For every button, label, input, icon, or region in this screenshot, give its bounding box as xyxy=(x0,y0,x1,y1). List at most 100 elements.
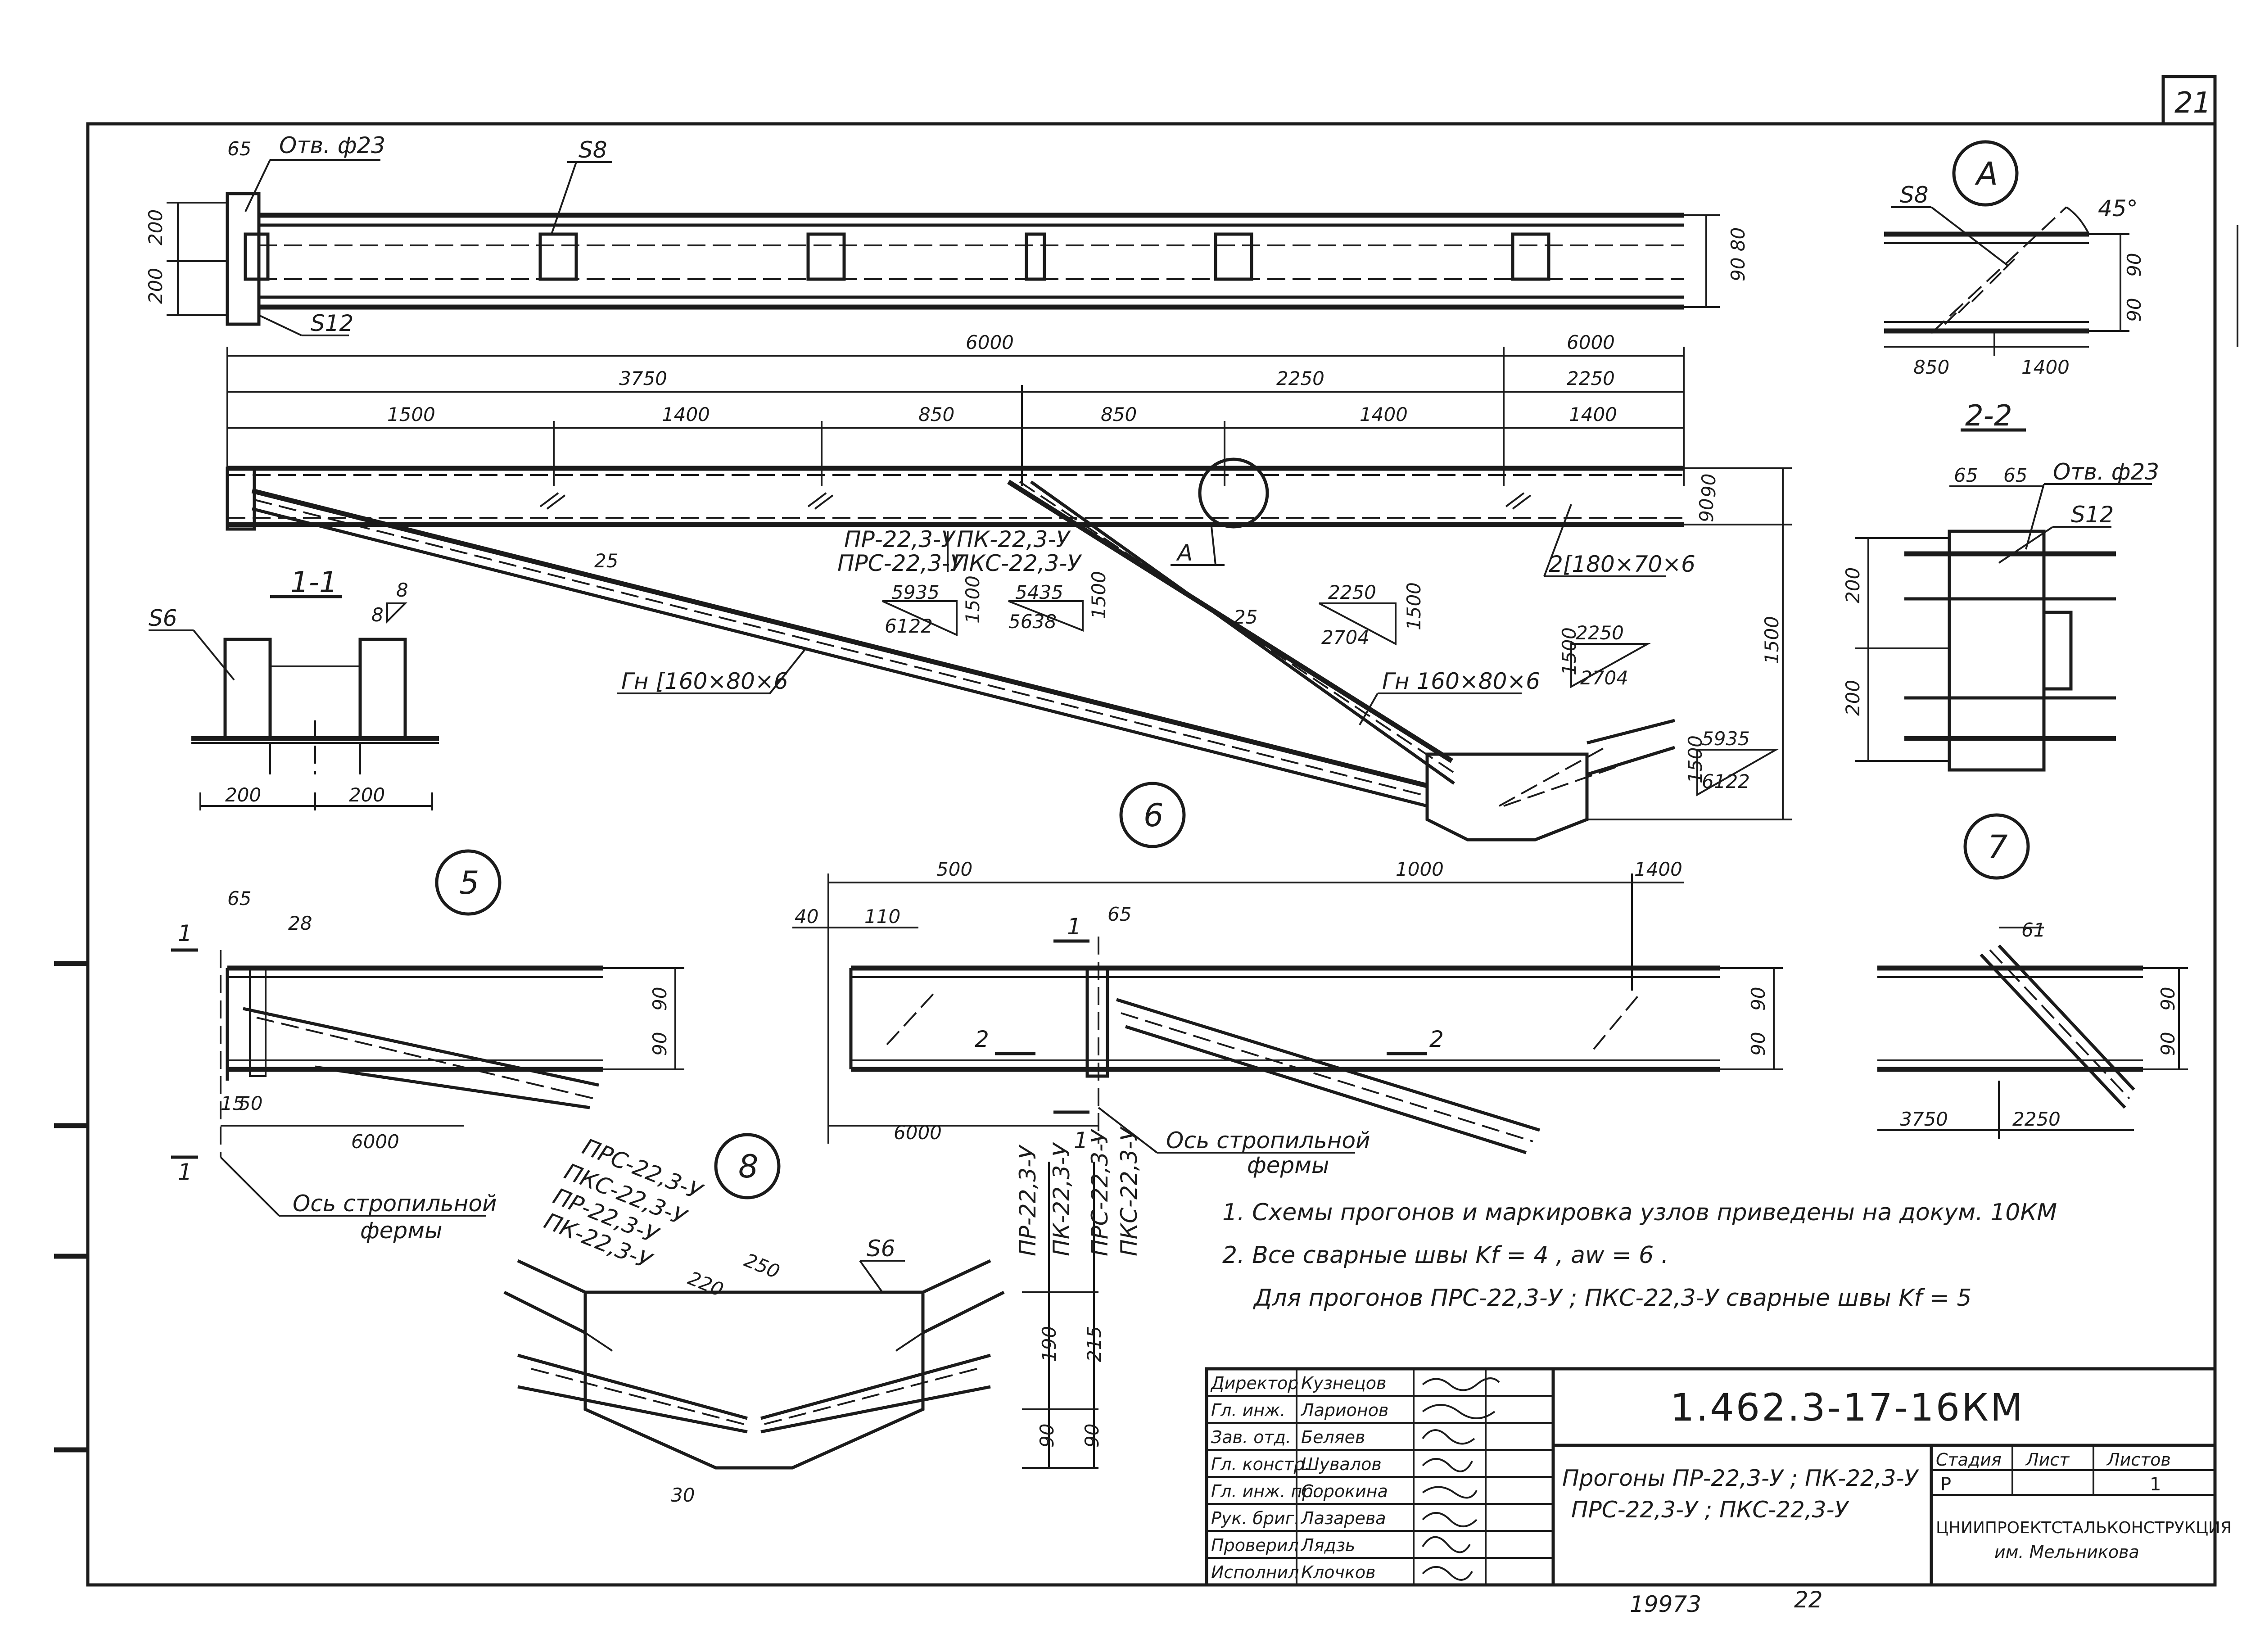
node-5-50: 50 xyxy=(239,1092,262,1114)
node-6-110: 110 xyxy=(864,905,900,928)
name-7: Клочков xyxy=(1301,1562,1376,1582)
node-8-vlabel-0: ПР-22,3-У xyxy=(1015,1144,1041,1256)
dim-850-a: 850 xyxy=(918,403,954,425)
node-6-65: 65 xyxy=(1107,903,1131,925)
section-1-1-weld: 8 xyxy=(371,604,384,626)
dim-1400-a: 1400 xyxy=(662,403,710,425)
member-brace-1: Гн [160×80×6 xyxy=(621,668,788,694)
name-1: Ларионов xyxy=(1300,1400,1388,1420)
dim-1400-c: 1400 xyxy=(1569,403,1617,425)
section-2-2-d1: 65 xyxy=(1954,464,1978,486)
node-7-mark: 7 xyxy=(1988,828,2008,865)
sheet-frame: 21 xyxy=(54,75,2238,1587)
title-line-1: Прогоны ПР-22,3-У ; ПК-22,3-У xyxy=(1562,1465,1920,1491)
dimension-rows: 6000 6000 3750 2250 2250 1500 1400 850 8… xyxy=(226,331,1685,486)
dim-top-200b: 200 xyxy=(145,268,167,304)
node-7-90b: 90 xyxy=(2157,1032,2179,1056)
node-5-6000: 6000 xyxy=(351,1131,399,1153)
dim-850-b: 850 xyxy=(1101,403,1137,425)
name-0: Кузнецов xyxy=(1301,1373,1386,1393)
sheet-number: 21 xyxy=(2174,86,2211,120)
hole-label: Отв. ф23 xyxy=(279,132,385,158)
section-2-2-200b: 200 xyxy=(1842,680,1864,716)
node-8-mark-circle xyxy=(714,1133,781,1199)
dim-1400-b: 1400 xyxy=(1360,403,1408,425)
role-2: Зав. отд. xyxy=(1211,1427,1291,1447)
slope-triangle-3: 2250 2704 1500 xyxy=(1319,581,1425,648)
node-8-vlabel-2: ПРС-22,3-У xyxy=(1087,1128,1113,1256)
section-1-1: 1-1 200 200 S6 8 8 xyxy=(149,566,439,810)
dim-top-200a: 200 xyxy=(145,209,167,245)
section-2-2-d2: 65 xyxy=(2003,464,2027,486)
node-6-1000: 1000 xyxy=(1396,858,1444,880)
node-5-15: 15 xyxy=(221,1092,244,1114)
node-8-mark: 8 xyxy=(738,1148,759,1185)
note-2: 2. Все сварные швы Kf = 4 , aw = 6 . xyxy=(1222,1242,1668,1269)
dim-top-65: 65 xyxy=(227,138,251,160)
slope3-bot: 2704 xyxy=(1321,626,1370,648)
stamp-page: 22 xyxy=(1794,1587,1823,1613)
node-a-mark-circle xyxy=(1952,140,2019,207)
signatures xyxy=(1422,1377,1500,1581)
node-5-28: 28 xyxy=(288,912,312,934)
node-8-vlabel-1: ПК-22,3-У xyxy=(1049,1141,1075,1256)
node-7-61: 61 xyxy=(2021,919,2045,941)
plate-s12-top: S12 xyxy=(311,310,353,336)
node-a-850: 850 xyxy=(1913,356,1949,378)
section-2-2-200a: 200 xyxy=(1842,567,1864,603)
weld-25-b: 25 xyxy=(1234,606,1257,628)
section-1-1-dim-b: 200 xyxy=(349,784,385,806)
slope4-side: 1500 xyxy=(1558,627,1580,675)
slope1-bot: 6122 xyxy=(885,615,933,637)
slope3-side: 1500 xyxy=(1403,582,1425,630)
node-6-6000: 6000 xyxy=(894,1122,942,1144)
node-8-detail: 8 ПРС-22,3-У ПКС-22,3-У ПР-22,3-У ПК-22,… xyxy=(503,1126,1142,1506)
slope-triangle-4: 2250 2704 1500 xyxy=(1558,622,1651,689)
node-8-220: 220 xyxy=(685,1267,727,1301)
dim-6000-b: 6000 xyxy=(1567,331,1615,353)
dim-1500: 1500 xyxy=(387,403,435,425)
note-1: 1. Схемы прогонов и маркировка узлов при… xyxy=(1222,1199,2057,1226)
section-2-2: 2-2 65 65 Отв. ф23 S12 200 200 xyxy=(1842,399,2159,772)
node-8-90b: 90 xyxy=(1081,1424,1103,1448)
node-6-1400: 1400 xyxy=(1634,858,1682,880)
node-a-mark: А xyxy=(1975,155,1998,192)
node-7-mark-circle xyxy=(1963,813,2030,880)
plate-s8-top: S8 xyxy=(579,137,607,163)
slope2-bot: 5638 xyxy=(1008,611,1057,633)
node-6-90a: 90 xyxy=(1747,987,1769,1011)
sheets-header: Листов xyxy=(2106,1450,2171,1470)
node-6-cut-1: 1 xyxy=(1067,914,1081,940)
section-2-2-plate: S12 xyxy=(2071,502,2114,528)
role-6: Проверил xyxy=(1211,1535,1299,1555)
slope5-top: 5935 xyxy=(1702,728,1750,750)
section-2-2-plate-body xyxy=(1948,530,2046,772)
sheet-header: Лист xyxy=(2025,1450,2070,1470)
notes: 1. Схемы прогонов и маркировка узлов при… xyxy=(1222,1199,2057,1312)
stage-header: Стадия xyxy=(1936,1450,2002,1470)
node-a-90b: 90 xyxy=(2123,298,2145,322)
top-elevation: 200 200 65 Отв. ф23 S8 S12 90 80 xyxy=(145,132,1749,336)
node-8-190: 190 xyxy=(1038,1326,1060,1362)
node-6-mark: 6 xyxy=(1144,797,1164,834)
node-5-90a: 90 xyxy=(649,987,671,1011)
node-5-mark: 5 xyxy=(459,864,479,901)
node-5-detail: 5 65 28 15 50 6000 90 90 1 1 Ось стропил… xyxy=(171,849,684,1244)
member-main: 2[180×70×6 xyxy=(1549,551,1695,577)
node-6-cut-2: 1 xyxy=(1074,1127,1088,1154)
name-3: Шувалов xyxy=(1301,1454,1382,1474)
node-a-angle: 45° xyxy=(2098,195,2138,222)
dim-6000-a: 6000 xyxy=(966,331,1014,353)
node-7-detail: 7 61 90 90 3750 2250 xyxy=(1877,813,2188,1139)
node-a-90a: 90 xyxy=(2123,253,2145,277)
slope3-top: 2250 xyxy=(1328,581,1376,603)
node-6-cut-b: 2 xyxy=(1429,1026,1444,1052)
slope4-top: 2250 xyxy=(1576,622,1624,644)
dim-2250-a: 2250 xyxy=(1276,367,1324,389)
node-8-vlabel-3: ПКС-22,3-У xyxy=(1116,1126,1142,1256)
node-6-axis-1: Ось стропильной xyxy=(1166,1127,1370,1154)
plan-node-a: А xyxy=(1176,540,1193,566)
node-6-40: 40 xyxy=(795,905,818,928)
dim-plan-1500: 1500 xyxy=(1761,616,1783,664)
